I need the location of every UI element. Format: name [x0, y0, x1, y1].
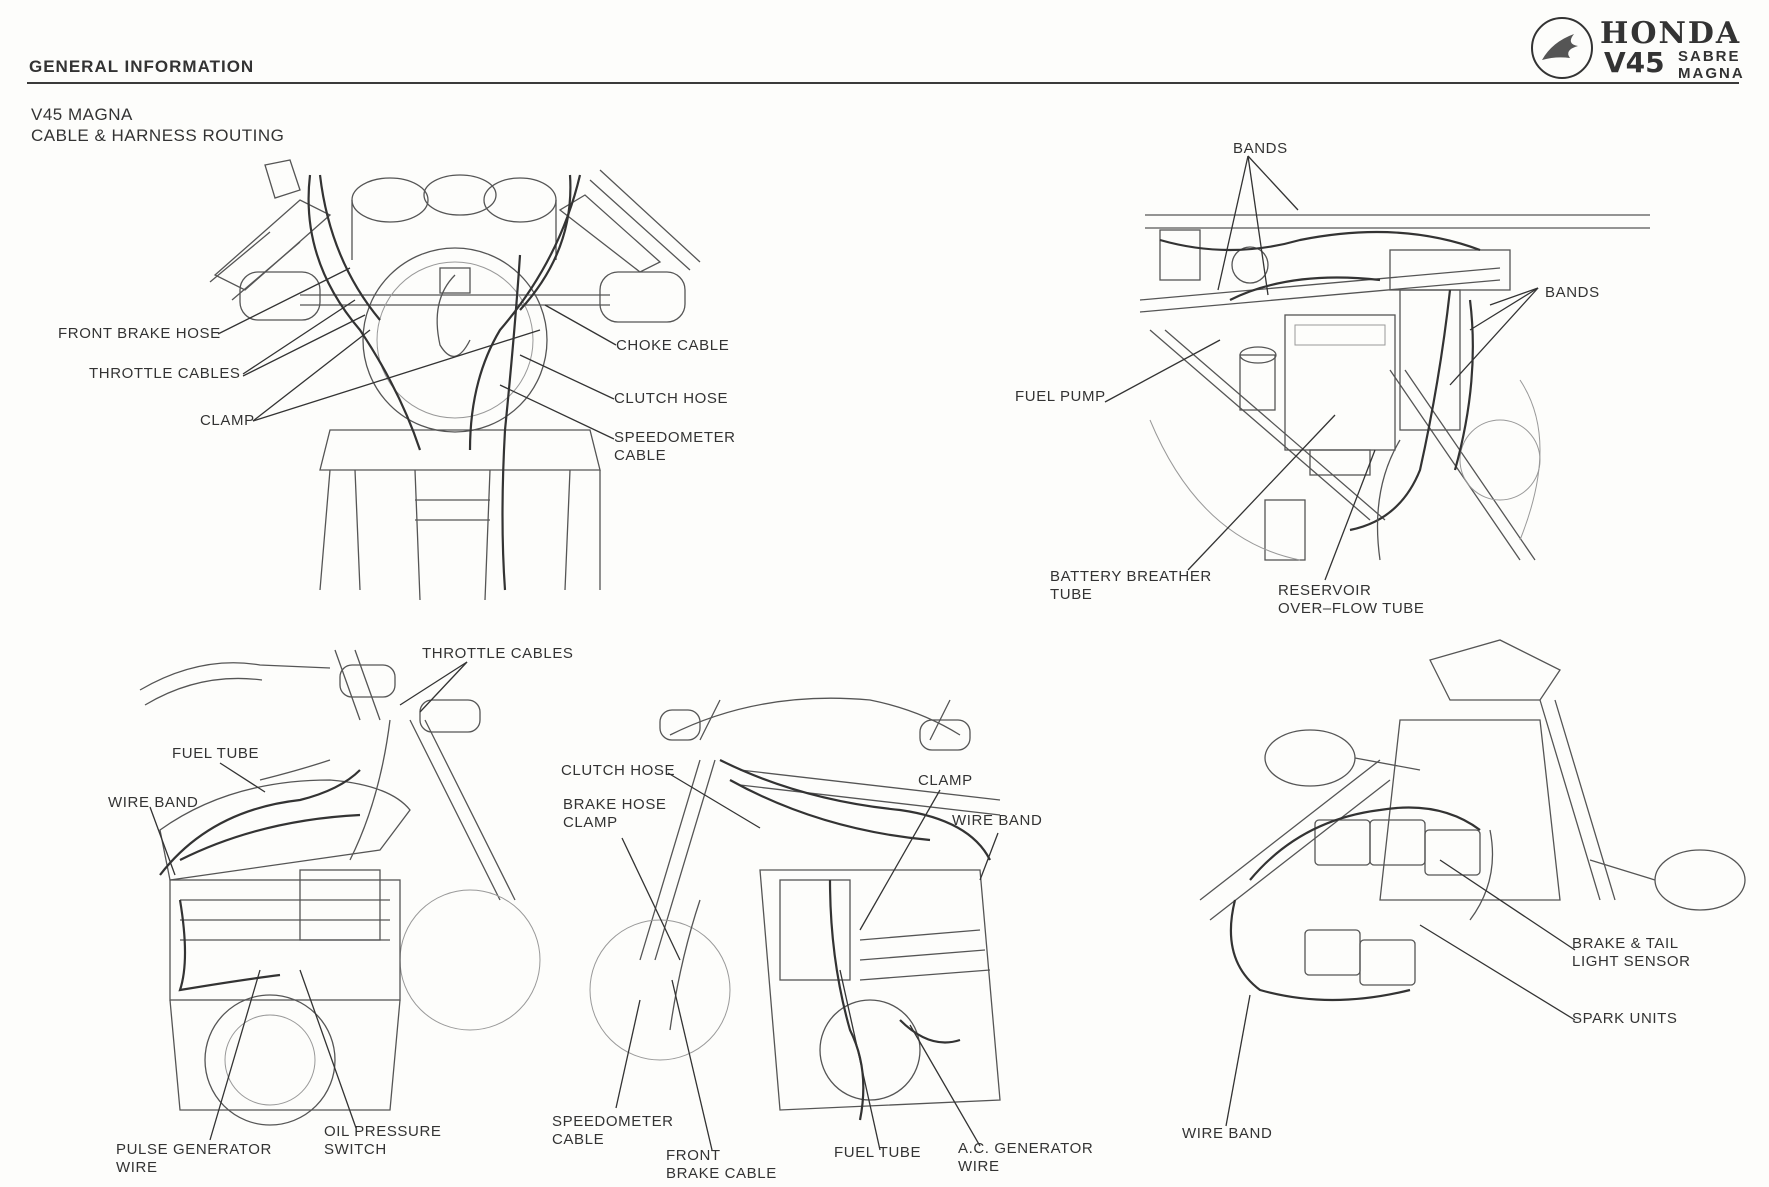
section-heading: GENERAL INFORMATION — [29, 57, 255, 76]
label-front-brake-hose: FRONT BRAKE HOSE — [58, 325, 221, 342]
label-spark-units: SPARK UNITS — [1572, 1010, 1678, 1027]
label-wire-band-front: WIRE BAND — [952, 812, 1043, 829]
label-throttle-cables: THROTTLE CABLES — [89, 365, 241, 382]
label-ac-generator-wire: A.C. GENERATOR WIRE — [958, 1140, 1093, 1176]
label-front-brake-line-2: BRAKE CABLE — [666, 1165, 777, 1182]
honda-wing-icon — [1531, 17, 1593, 79]
label-clutch-hose: CLUTCH HOSE — [614, 390, 729, 407]
label-throttle-cables-side: THROTTLE CABLES — [422, 645, 574, 662]
label-reservoir-line-1: RESERVOIR — [1278, 582, 1372, 599]
label-brake-tail-line-2: LIGHT SENSOR — [1572, 953, 1691, 970]
honda-logo: HONDA V45 SABRE MAGNA — [1530, 16, 1743, 82]
battery-illustration — [1104, 155, 1650, 581]
label-reservoir-overflow-tube: RESERVOIR OVER–FLOW TUBE — [1278, 582, 1424, 618]
label-battery-breather-line-2: TUBE — [1050, 586, 1093, 603]
label-clutch-hose-front: CLUTCH HOSE — [561, 762, 676, 779]
label-battery-breather-line-1: BATTERY BREATHER — [1050, 568, 1212, 585]
label-pulse-generator-line-1: PULSE GENERATOR — [116, 1141, 272, 1158]
label-brake-tail-line-1: BRAKE & TAIL — [1572, 935, 1679, 952]
label-oil-pressure-switch: OIL PRESSURE SWITCH — [324, 1123, 442, 1159]
label-brake-hose-clamp-line-1: BRAKE HOSE — [563, 796, 667, 813]
label-battery-breather-tube: BATTERY BREATHER TUBE — [1050, 568, 1212, 604]
label-clamp-front: CLAMP — [918, 772, 973, 789]
label-brake-tail-light-sensor: BRAKE & TAIL LIGHT SENSOR — [1572, 935, 1691, 971]
label-brake-hose-clamp: BRAKE HOSE CLAMP — [563, 796, 667, 832]
label-fuel-tube-side: FUEL TUBE — [172, 745, 260, 762]
rear-illustration — [1199, 639, 1746, 1127]
label-choke-cable: CHOKE CABLE — [616, 337, 730, 354]
label-pulse-generator-wire: PULSE GENERATOR WIRE — [116, 1141, 272, 1177]
label-pulse-generator-line-2: WIRE — [116, 1159, 158, 1176]
page-title: V45 MAGNA CABLE & HARNESS ROUTING — [31, 104, 284, 146]
label-wire-band-rear: WIRE BAND — [1182, 1125, 1273, 1142]
label-oil-pressure-line-1: OIL PRESSURE — [324, 1123, 442, 1140]
label-speedometer-cable-line-2: CABLE — [614, 447, 667, 464]
page-title-line-1: V45 MAGNA — [31, 105, 133, 124]
label-front-brake-line-1: FRONT — [666, 1147, 721, 1164]
variant-sabre: SABRE — [1678, 48, 1741, 65]
page-title-line-2: CABLE & HARNESS ROUTING — [31, 126, 285, 145]
label-ac-generator-line-2: WIRE — [958, 1158, 1000, 1175]
label-fuel-pump: FUEL PUMP — [1015, 388, 1106, 405]
label-bands-top: BANDS — [1233, 140, 1288, 157]
label-bands-right: BANDS — [1545, 284, 1600, 301]
label-speedometer-cable-line-1: SPEEDOMETER — [614, 429, 736, 446]
label-clamp: CLAMP — [200, 412, 255, 429]
model-name: V45 — [1604, 46, 1665, 79]
label-oil-pressure-line-2: SWITCH — [324, 1141, 387, 1158]
brand-name: HONDA — [1600, 16, 1742, 51]
label-brake-hose-clamp-line-2: CLAMP — [563, 814, 618, 831]
variant-magna: MAGNA — [1678, 65, 1745, 82]
left-side-illustration — [139, 649, 541, 1141]
label-wire-band-side: WIRE BAND — [108, 794, 199, 811]
label-reservoir-line-2: OVER–FLOW TUBE — [1278, 600, 1425, 617]
label-speedometer-cable-front: SPEEDOMETER CABLE — [552, 1113, 674, 1149]
label-ac-generator-line-1: A.C. GENERATOR — [958, 1140, 1094, 1157]
label-speedometer-front-line-2: CABLE — [552, 1131, 605, 1148]
label-speedometer-cable: SPEEDOMETER CABLE — [614, 429, 736, 465]
handlebar-illustration — [209, 159, 701, 601]
label-speedometer-front-line-1: SPEEDOMETER — [552, 1113, 674, 1130]
header-rule — [27, 82, 1739, 84]
label-fuel-tube-front: FUEL TUBE — [834, 1144, 922, 1161]
label-front-brake-cable: FRONT BRAKE CABLE — [666, 1147, 777, 1183]
front-illustration — [589, 697, 1001, 1151]
